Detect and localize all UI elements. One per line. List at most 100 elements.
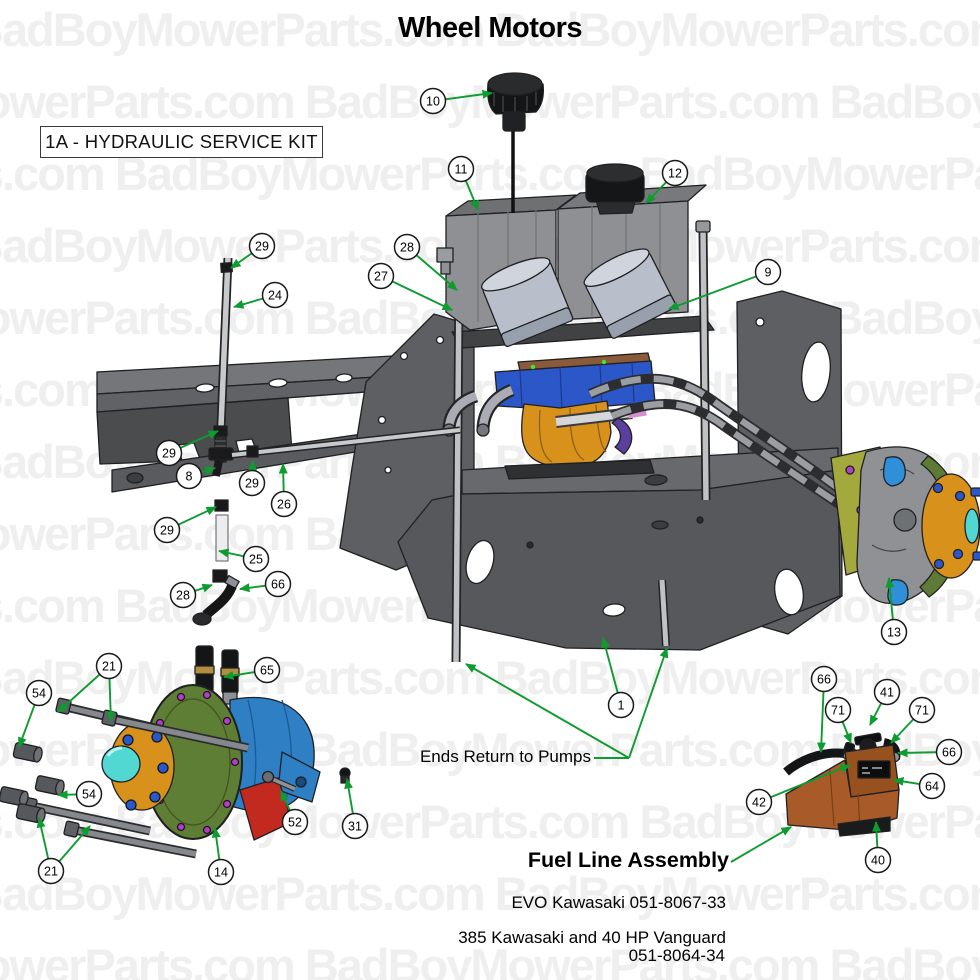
callout-number: 71 [915,703,929,717]
leader-line [18,704,36,748]
callout-26: 26 [270,463,298,518]
callout-71: 71 [824,696,852,744]
callout-21: 21 [57,652,123,722]
callout-number: 14 [214,865,228,879]
annotation-leader [628,647,669,759]
callout-31: 31 [341,778,369,840]
callout-number: 13 [887,625,901,639]
reservoir-cap [585,163,645,215]
callout-42: 42 [745,764,851,816]
callout-number: 64 [925,779,939,793]
chassis-frame [339,290,843,651]
callout-balloon [447,155,475,183]
callout-balloon [242,545,270,573]
leader-line [278,463,288,492]
callout-number: 29 [162,446,176,460]
callout-9: 9 [668,258,782,310]
leader-line [897,748,937,758]
callout-balloon [261,281,289,309]
leader-line [233,297,264,309]
callout-balloon [661,159,689,187]
leader-line [211,827,221,860]
leader-line [816,691,826,753]
callout-balloon [95,652,123,680]
callout-number: 21 [44,864,58,878]
callout-21: 21 [36,817,91,885]
callout-balloon [37,857,65,885]
callout-number: 52 [288,815,302,829]
callout-number: 24 [268,288,282,302]
callout-number: 28 [176,588,190,602]
callout-29: 29 [153,506,217,544]
leader-line [180,430,219,449]
callout-balloon [393,233,421,261]
tie-rod-vertical-right [695,220,711,501]
callout-13: 13 [880,577,908,646]
callout-number: 66 [817,672,831,686]
callout-balloon [253,656,281,684]
oil-filter-right [583,248,677,339]
callout-balloon [25,679,53,707]
leader-line [415,254,458,291]
callout-number: 1 [618,698,625,712]
callout-29: 29 [155,430,219,467]
callout-8: 8 [175,462,216,490]
callout-41: 41 [869,678,901,726]
callout-number: 8 [186,469,193,483]
annotation-fuel-line: Fuel Line Assembly [527,848,729,872]
callout-number: 40 [871,853,885,867]
leader-line [869,702,883,726]
leader-line [239,583,266,593]
callout-balloon [367,262,395,290]
mounting-bolts-21 [21,697,249,859]
callout-27: 27 [367,262,453,311]
callout-number: 66 [942,745,956,759]
callout-10: 10 [419,87,493,115]
leader-line [106,678,116,722]
leader-line [230,252,253,269]
callout-balloon [270,490,298,518]
callout-balloon [873,678,901,706]
callout-balloon [918,772,946,800]
callout-balloon [207,858,235,886]
leader-line [601,637,619,694]
fuel-line-assembly [783,732,901,837]
callout-29: 29 [238,460,266,497]
leader-line [36,817,50,860]
callout-52: 52 [280,790,309,836]
return-tube-right [658,579,670,647]
callout-number: 11 [455,162,468,176]
leader-line [893,777,920,786]
callout-number: 54 [82,787,96,801]
leader-line [890,718,915,744]
callout-66: 66 [239,570,292,598]
leader-line [344,778,354,814]
leader-line [194,583,213,593]
callout-balloon [155,439,183,467]
callout-number: 29 [160,523,174,537]
callout-number: 9 [765,265,772,279]
callout-balloon [607,691,635,719]
callout-24: 24 [233,281,289,309]
callout-71: 71 [890,696,936,744]
callout-balloon [248,232,276,260]
callout-12: 12 [645,159,689,204]
callout-54: 54 [18,679,53,748]
callout-balloon [153,516,181,544]
hydraulic-pumps [442,352,656,480]
leader-line [57,673,101,713]
leader-line [645,181,667,204]
callout-number: 29 [245,476,259,490]
annotation-ends-return: Ends Return to Pumps [419,747,591,766]
callout-28: 28 [169,581,213,609]
footer-part-number-evo: EVO Kawasaki 051-8067-33 [511,893,726,912]
oil-fill-cap [487,72,544,213]
bolt-52 [261,770,297,792]
callout-1: 1 [601,637,635,719]
callout-balloon [754,258,782,286]
callout-number: 27 [374,269,388,283]
leader-line [223,671,255,680]
watermark-text: BadBoyMowerParts.com BadBoyMowerParts.co… [0,939,980,980]
callout-balloon [264,570,292,598]
callout-balloon [864,846,892,874]
